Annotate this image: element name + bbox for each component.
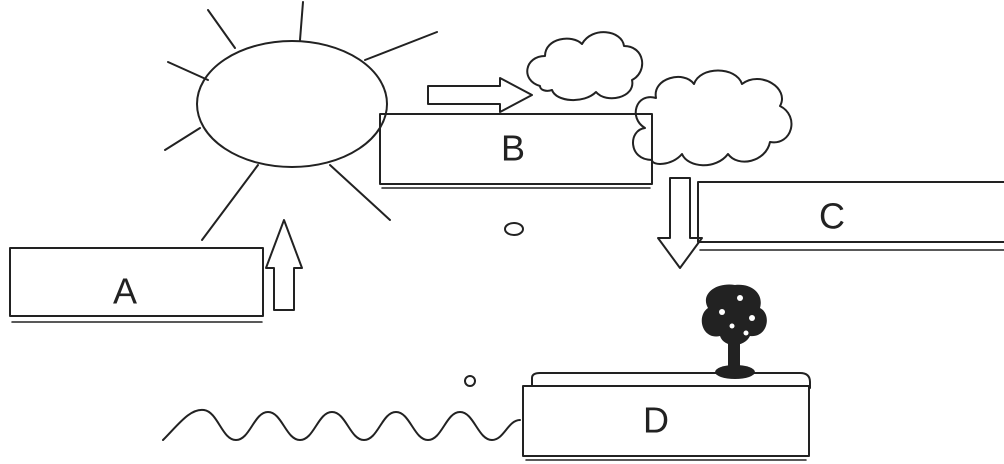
- cloud-icon: [526, 31, 644, 101]
- box-d-label: D: [643, 400, 669, 441]
- box-c: C: [697, 181, 1004, 251]
- box-c-label: C: [819, 196, 845, 237]
- water-waves-icon: [162, 408, 521, 441]
- droplet-icon: [464, 375, 476, 387]
- box-a-label: A: [113, 271, 137, 312]
- box-a: A: [9, 247, 264, 323]
- arrow-up-icon: [265, 219, 303, 311]
- droplet-icon: [504, 222, 524, 236]
- box-b: B: [379, 113, 653, 189]
- tree-icon: [701, 284, 767, 379]
- cloud-icon: [632, 69, 793, 167]
- arrow-down-icon: [657, 177, 703, 269]
- box-d: D: [522, 372, 811, 461]
- box-b-label: B: [501, 128, 525, 169]
- sun-icon: [164, 1, 438, 241]
- arrow-right-icon: [427, 77, 533, 113]
